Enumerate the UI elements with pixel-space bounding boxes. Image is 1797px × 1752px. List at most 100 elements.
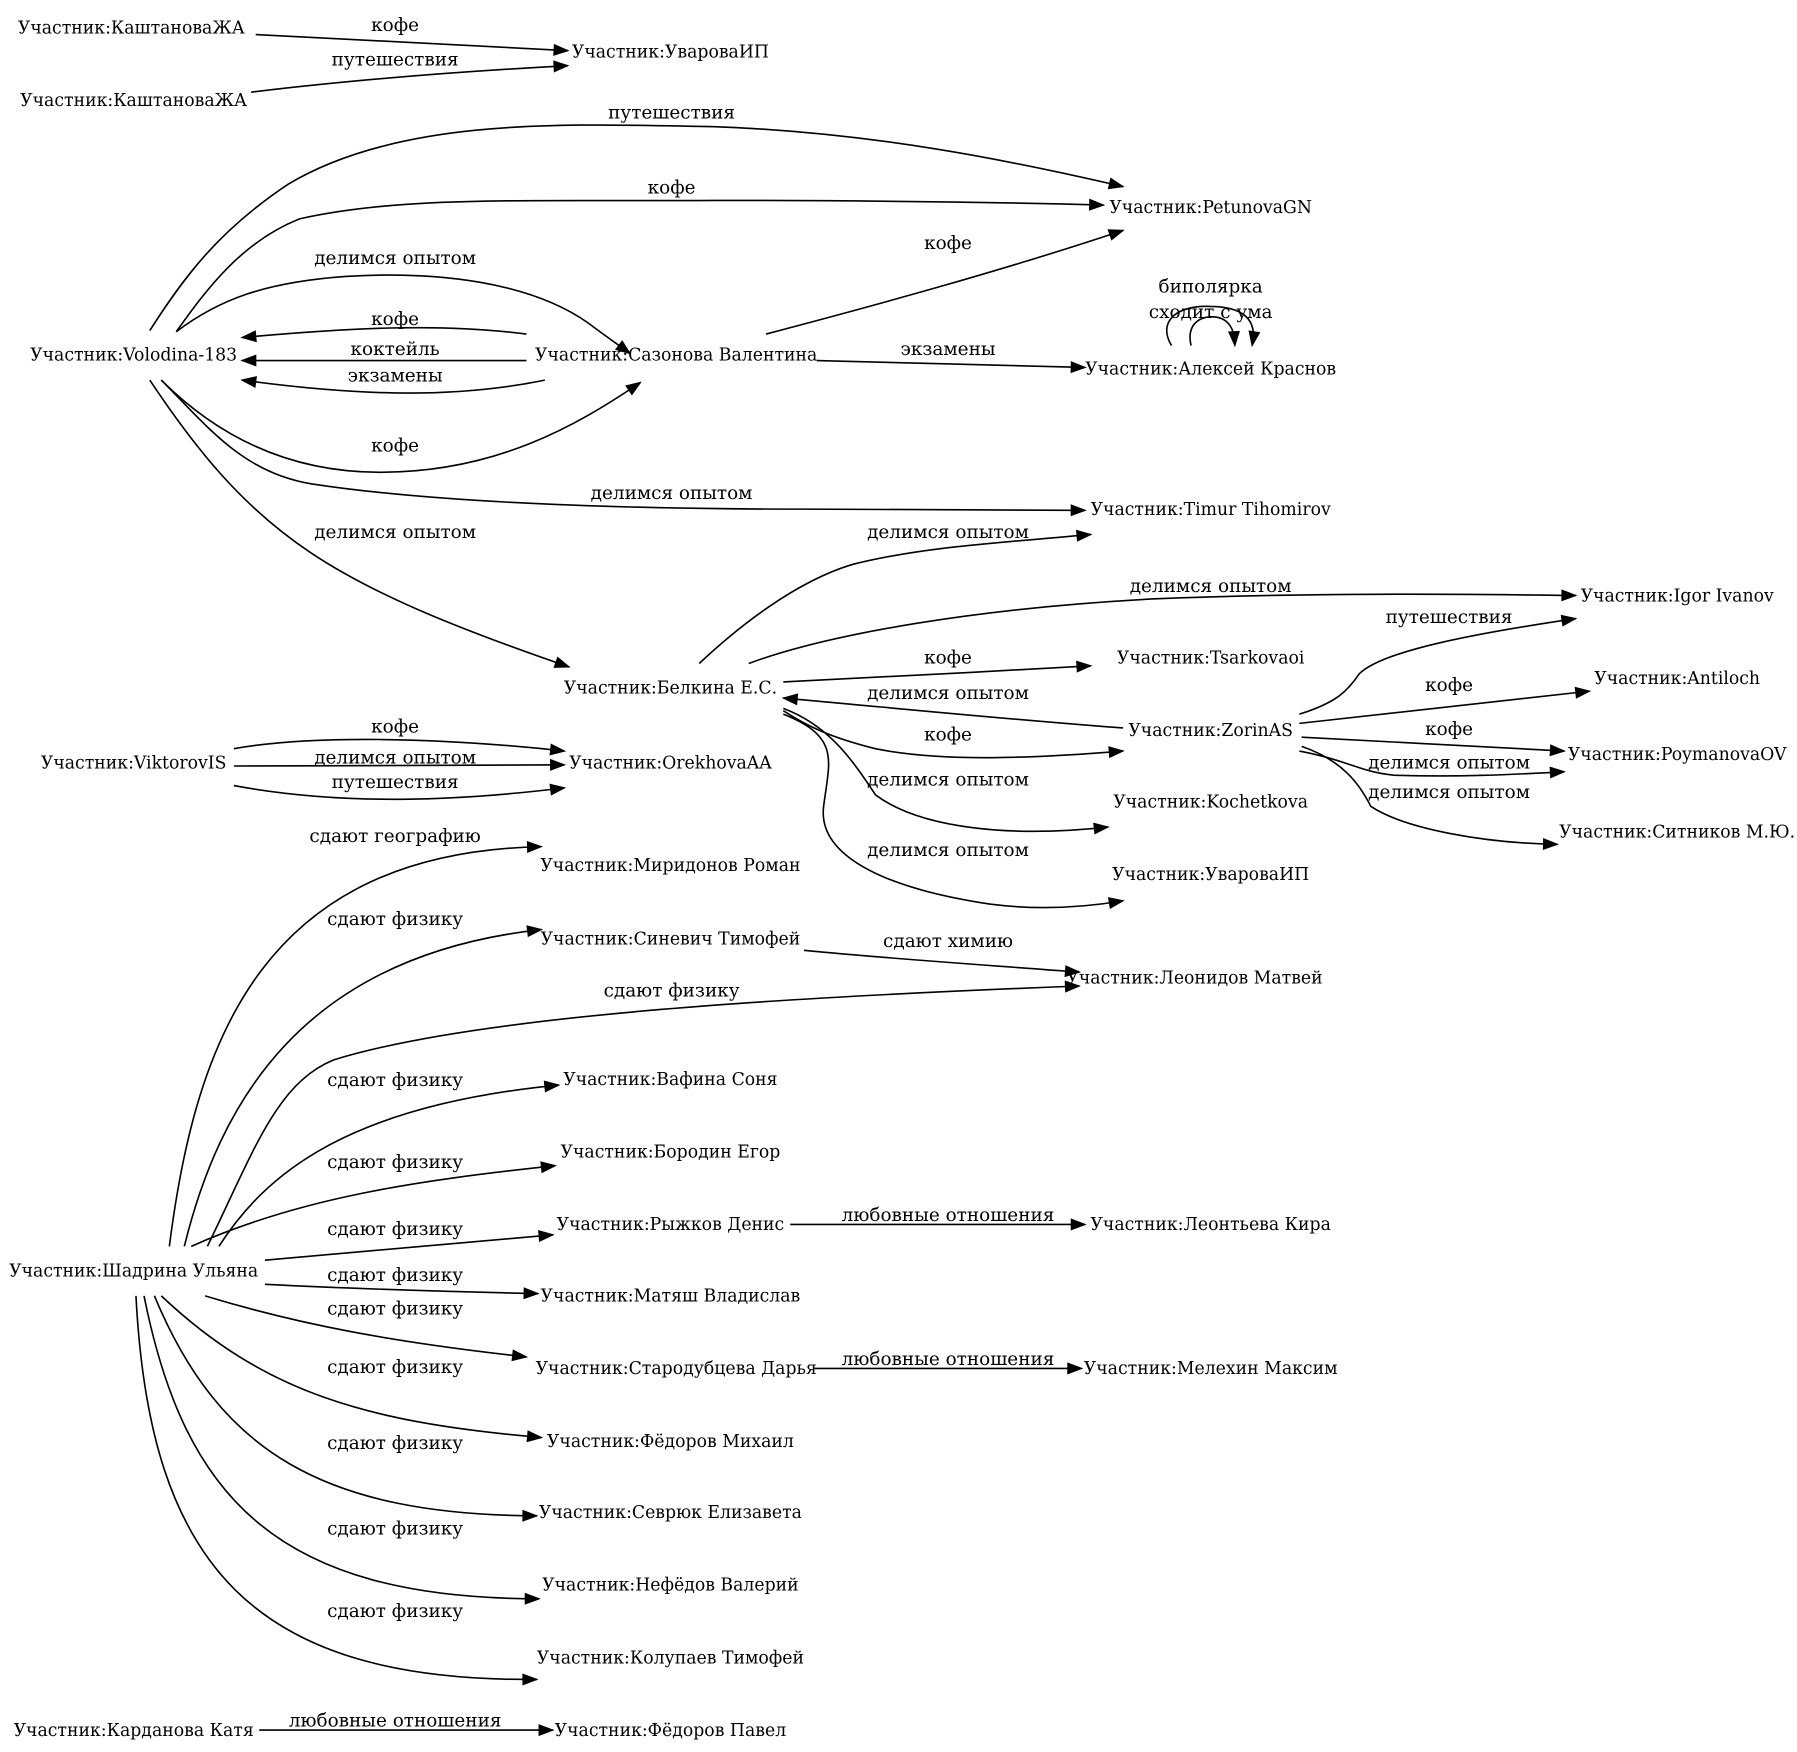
edge-label: кофе (371, 436, 419, 457)
edge-line (190, 1164, 556, 1248)
node-melekhin[interactable]: Участник:Мелехин Максим (1084, 1359, 1338, 1379)
edge-label: сдают географию (309, 826, 480, 847)
edge-ryzhkov-to-leontyeva (790, 1218, 1087, 1231)
arrowhead-icon (526, 840, 544, 854)
edge-shadrina-to-vafina (218, 1080, 561, 1247)
node-igor[interactable]: Участник:Igor Ivanov (1581, 586, 1774, 606)
edge-line (204, 1295, 527, 1358)
node-sinevich[interactable]: Участник:Синевич Тимофей (541, 930, 801, 950)
node-tsarkovaoi[interactable]: Участник:Tsarkovaoi (1117, 648, 1305, 668)
edge-sazonova-to-volodina (240, 326, 527, 343)
node-sazonova[interactable]: Участник:Сазонова Валентина (535, 346, 817, 366)
node-starodubtseva[interactable]: Участник:Стародубцева Дарья (536, 1359, 817, 1379)
edge-label: сдают физику (327, 1433, 463, 1454)
edge-line (206, 985, 1080, 1247)
node-leontyeva[interactable]: Участник:Леонтьева Кира (1090, 1215, 1330, 1235)
edge-krasnov-to-krasnov (1189, 315, 1240, 348)
arrowhead-icon (522, 1509, 539, 1522)
arrowhead-icon (1075, 529, 1093, 542)
arrowhead-icon (549, 743, 567, 756)
edge-volodina-to-timur (160, 379, 1087, 517)
edge-label: делимся опытом (1368, 782, 1530, 803)
edge-line (783, 664, 1091, 683)
edge-label: сдают физику (327, 1265, 463, 1286)
edge-sinevich-to-leonidov (803, 949, 1081, 978)
node-borodin[interactable]: Участник:Бородин Егор (561, 1143, 781, 1163)
node-kardanova[interactable]: Участник:Карданова Катя (14, 1721, 254, 1741)
arrowhead-icon (1560, 614, 1578, 627)
edge-line (698, 533, 1091, 665)
node-kolupaev[interactable]: Участник:Колупаев Тимофей (537, 1648, 804, 1668)
edge-label: любовные отношения (289, 1711, 502, 1732)
edge-shadrina-to-sevryuk (153, 1295, 539, 1522)
edge-line (175, 199, 1104, 333)
arrowhead-icon (526, 925, 544, 938)
edge-shadrina-to-matyash (264, 1283, 540, 1300)
edge-label: кофе (371, 717, 419, 738)
arrowhead-icon (1070, 361, 1087, 374)
node-shadrina[interactable]: Участник:Шадрина Ульяна (9, 1261, 258, 1281)
arrowhead-icon (1107, 229, 1125, 241)
node-fedorov_p[interactable]: Участник:Фёдоров Павел (555, 1721, 787, 1741)
node-uvarova1[interactable]: Участник:УвароваИП (572, 43, 769, 63)
node-poymanova[interactable]: Участник:PoymanovaOV (1568, 745, 1787, 765)
node-fedorov_m[interactable]: Участник:Фёдоров Михаил (547, 1432, 794, 1452)
arrowhead-icon (781, 693, 799, 706)
node-viktorov[interactable]: Участник:ViktorovIS (41, 753, 227, 773)
edge-line (241, 379, 546, 394)
node-orekhova[interactable]: Участник:OrekhovaAA (569, 753, 772, 773)
edge-kardanova-to-fedorov_p (259, 1724, 555, 1737)
edge-label: кофе (924, 233, 972, 254)
arrowhead-icon (1064, 965, 1081, 978)
edges-layer (135, 33, 1592, 1737)
edge-belkina-to-timur (698, 529, 1093, 665)
node-ryzhkov[interactable]: Участник:Рыжков Денис (557, 1215, 785, 1235)
edge-label: делимся опытом (867, 683, 1029, 704)
node-miridonov[interactable]: Участник:Миридонов Роман (540, 856, 800, 876)
node-leonidov[interactable]: Участник:Леонидов Матвей (1066, 969, 1322, 989)
node-krasnov[interactable]: Участник:Алексей Краснов (1085, 359, 1336, 379)
edge-line (816, 359, 1086, 369)
node-zorin[interactable]: Участник:ZorinAS (1128, 721, 1293, 741)
node-volodina[interactable]: Участник:Volodina-183 (30, 346, 237, 366)
node-uvarova2[interactable]: Участник:УвароваИП (1112, 865, 1309, 885)
edge-starodubtseva-to-melekhin (814, 1362, 1084, 1375)
edge-viktorov-to-orekhova (233, 738, 567, 756)
edge-line (765, 229, 1124, 335)
nodes-layer: Участник:КаштановаЖА Участник:КаштановаЖА… (9, 18, 1795, 1740)
node-vafina[interactable]: Участник:Вафина Соня (563, 1070, 777, 1090)
arrowhead-icon (553, 656, 571, 668)
edge-line (1166, 305, 1255, 346)
edge-belkina-to-igor (748, 589, 1578, 665)
arrowhead-icon (1248, 330, 1261, 348)
node-sevryuk[interactable]: Участник:Севрюк Елизавета (539, 1503, 802, 1523)
edge-label: коктейль (351, 339, 440, 360)
edge-volodina-to-sazonova (160, 379, 642, 474)
node-matyash[interactable]: Участник:Матяш Владислав (541, 1287, 801, 1307)
node-kashtanova2[interactable]: Участник:КаштановаЖА (20, 91, 247, 111)
arrowhead-icon (1549, 766, 1566, 779)
node-sitnikov[interactable]: Участник:Ситников М.Ю. (1559, 822, 1795, 842)
node-kochetkova[interactable]: Участник:Kochetkova (1113, 792, 1308, 812)
edge-line (264, 1283, 538, 1295)
edge-line (183, 928, 542, 1247)
arrowhead-icon (540, 1161, 557, 1174)
edge-volodina-to-petunova (175, 198, 1106, 333)
edge-line (1301, 745, 1558, 846)
node-timur[interactable]: Участник:Timur Tihomirov (1091, 500, 1331, 520)
node-petunova[interactable]: Участник:PetunovaGN (1109, 198, 1312, 218)
edge-label: сдают физику (327, 1298, 463, 1319)
arrowhead-icon (1542, 837, 1560, 851)
node-nefedov[interactable]: Участник:Нефёдов Валерий (542, 1576, 799, 1596)
node-kashtanova1[interactable]: Участник:КаштановаЖА (18, 18, 245, 38)
arrowhead-icon (1107, 177, 1125, 190)
edge-line (251, 64, 568, 93)
edge-label: делимся опытом (314, 522, 476, 543)
edge-shadrina-to-fedorov_m (160, 1295, 544, 1443)
edge-label: кофе (924, 725, 972, 746)
node-antiloch[interactable]: Участник:Antiloch (1594, 669, 1760, 689)
edge-line (783, 697, 1124, 729)
node-belkina[interactable]: Участник:Белкина Е.С. (564, 678, 777, 698)
arrowhead-icon (1227, 330, 1240, 348)
arrowhead-icon (538, 1230, 555, 1243)
